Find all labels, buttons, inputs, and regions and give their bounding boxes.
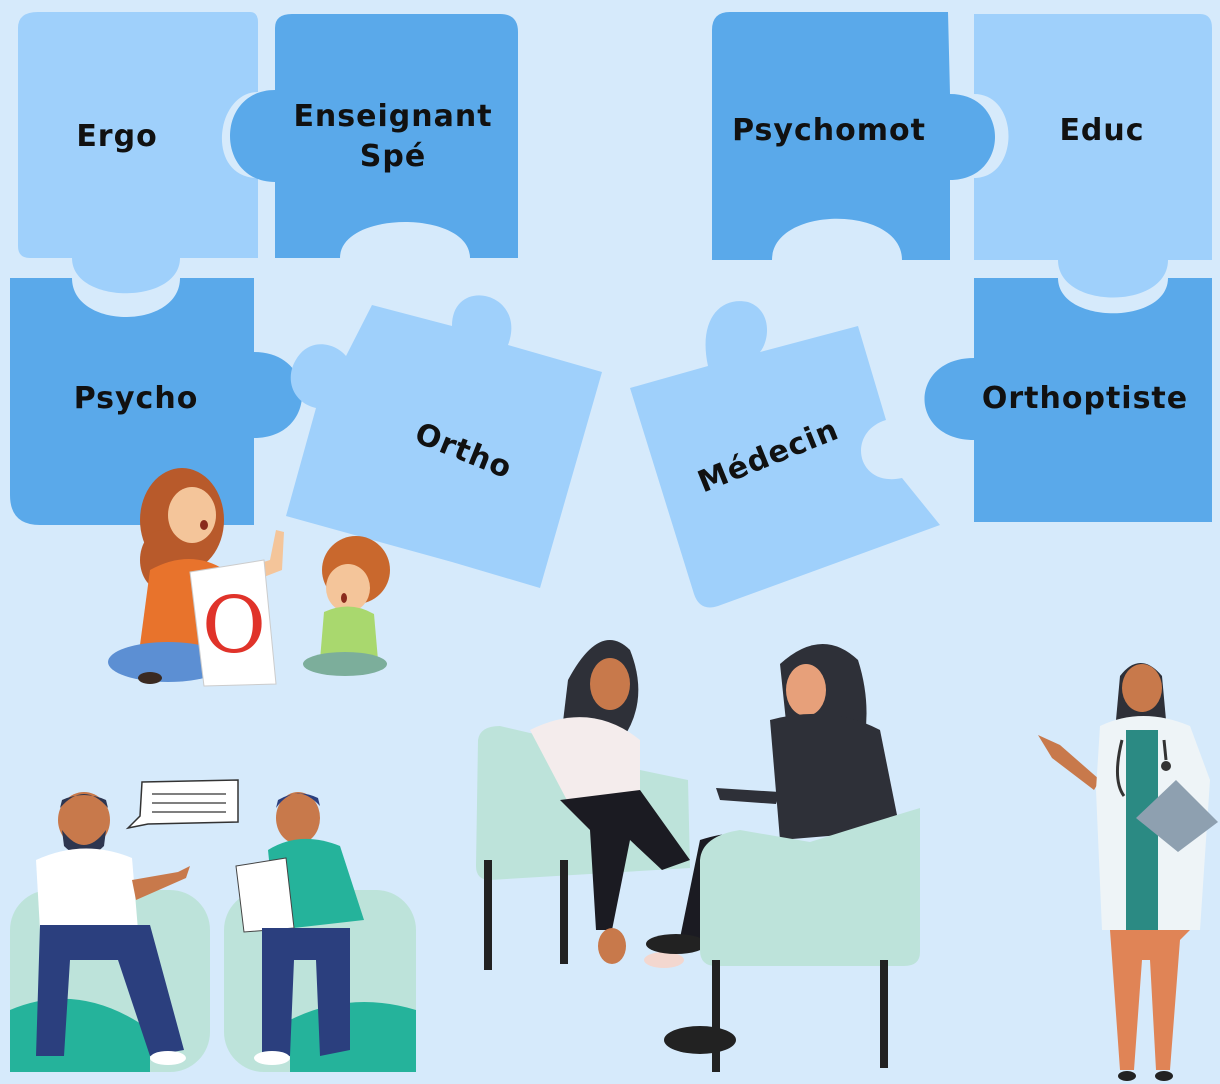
consultation-men-illustration xyxy=(10,779,416,1072)
card-letter: O xyxy=(202,581,266,671)
letter-card-icon: O xyxy=(189,559,277,687)
label-psychomot: Psychomot xyxy=(732,113,926,148)
puzzle-piece-psycho: Psycho xyxy=(10,278,302,525)
clipboard-icon xyxy=(1136,780,1218,852)
label-psycho: Psycho xyxy=(74,381,199,416)
stethoscope-icon xyxy=(1116,739,1171,797)
label-ergo: Ergo xyxy=(76,119,157,154)
puzzle-piece-educ: Educ xyxy=(974,14,1212,298)
teacher-child-illustration: O xyxy=(108,468,390,687)
puzzle-piece-enseignant-spe: Enseignant Spé xyxy=(230,14,518,258)
label-enseignant-spe: Enseignant xyxy=(293,99,492,134)
doctor-illustration xyxy=(1038,663,1218,1081)
puzzle-piece-ergo: Ergo xyxy=(18,12,258,294)
label-enseignant-spe-line2: Spé xyxy=(360,139,426,174)
label-orthoptiste: Orthoptiste xyxy=(982,381,1188,416)
speech-bubble-icon xyxy=(125,779,239,830)
label-educ: Educ xyxy=(1059,113,1144,148)
puzzle-piece-medecin: Médecin xyxy=(630,301,940,608)
puzzle-piece-psychomot: Psychomot xyxy=(712,12,995,260)
puzzle-piece-ortho: Ortho xyxy=(286,295,602,588)
puzzle-piece-orthoptiste: Orthoptiste xyxy=(924,278,1212,522)
therapy-session-illustration xyxy=(476,640,920,1072)
